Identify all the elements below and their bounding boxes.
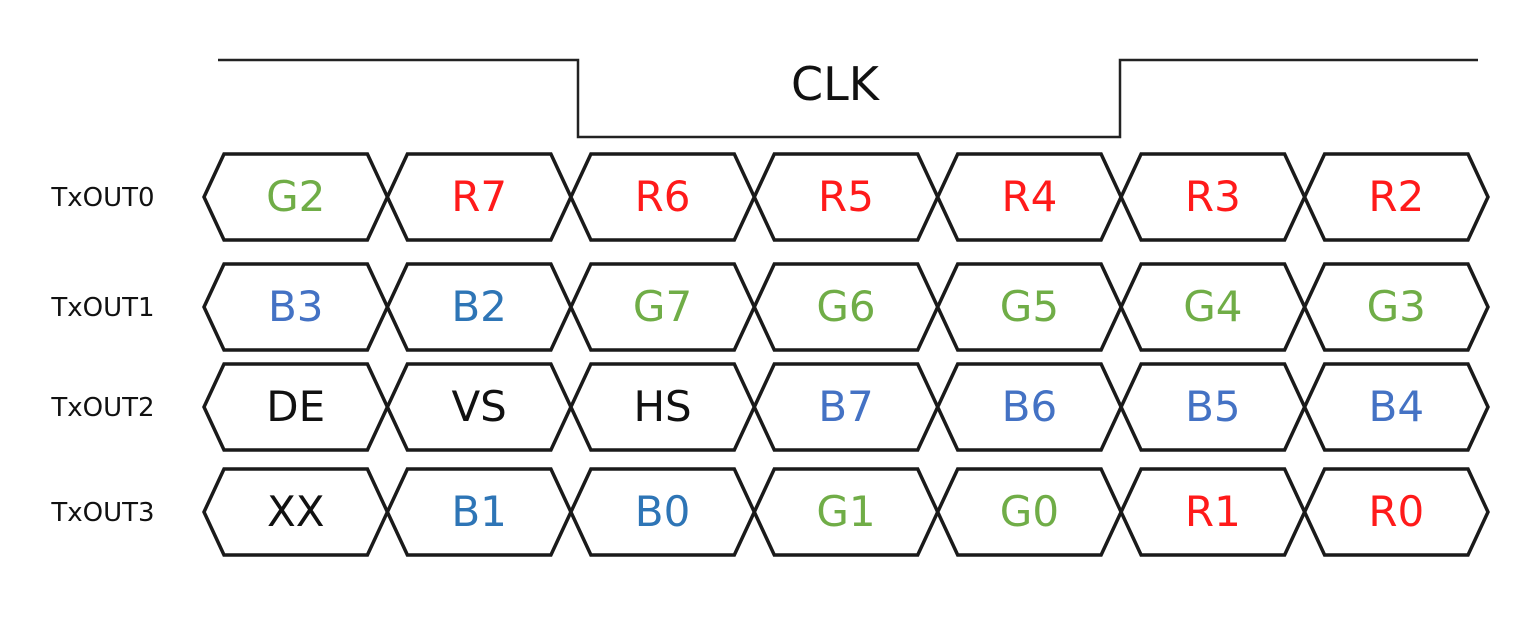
bit-cell: HS (568, 362, 757, 452)
lane-txout3: TxOUT3 XX B1 B0 G1 G0 R1 R0 (50, 467, 1490, 557)
lane-txout1: TxOUT1 B3 B2 G7 G6 G5 G4 G3 (50, 262, 1490, 352)
bit-cell: B4 (1302, 362, 1490, 452)
bit-label: XX (267, 487, 325, 536)
bit-cell: G1 (752, 467, 940, 557)
bit-label: G7 (633, 282, 692, 331)
bit-cell: B5 (1119, 362, 1307, 452)
bit-cell: R7 (385, 152, 573, 242)
lane-label: TxOUT2 (50, 393, 154, 423)
bit-label: B7 (818, 382, 874, 431)
bit-cell: G6 (752, 262, 940, 352)
bit-cell: B0 (568, 467, 757, 557)
lane-label: TxOUT3 (50, 498, 154, 528)
bit-label: G4 (1183, 282, 1242, 331)
bit-cell: G0 (935, 467, 1124, 557)
bit-label: R7 (451, 172, 507, 221)
clock-waveform (218, 58, 1478, 139)
bit-cell: G4 (1119, 262, 1307, 352)
bit-label: HS (633, 382, 691, 431)
bit-label: G6 (816, 282, 875, 331)
bit-label: B3 (268, 282, 324, 331)
bit-cell: R3 (1119, 152, 1307, 242)
bit-label: B0 (635, 487, 691, 536)
bit-label: R0 (1368, 487, 1424, 536)
bit-cell: R2 (1302, 152, 1490, 242)
bit-label: G1 (816, 487, 875, 536)
bit-cell: B1 (385, 467, 573, 557)
bit-cell: R0 (1302, 467, 1490, 557)
bit-cell: B2 (385, 262, 573, 352)
bit-cell: B3 (202, 262, 390, 352)
bit-frame (1302, 152, 1490, 242)
bit-frame (1302, 262, 1490, 352)
bit-label: B2 (451, 282, 507, 331)
bit-cell: VS (385, 362, 573, 452)
bit-label: VS (451, 382, 506, 431)
bit-label: G0 (1000, 487, 1059, 536)
bit-label: G3 (1367, 282, 1426, 331)
bit-label: R3 (1185, 172, 1241, 221)
lane-txout2: TxOUT2 DE VS HS B7 B6 B5 B4 (50, 362, 1490, 452)
bit-cell: R4 (935, 152, 1124, 242)
bit-label: B5 (1185, 382, 1241, 431)
bit-cell: G2 (202, 152, 390, 242)
bit-frame (1302, 467, 1490, 557)
bit-label: B1 (451, 487, 507, 536)
clock-signal: CLK (218, 57, 1478, 139)
bit-label: R1 (1185, 487, 1241, 536)
bit-label: B6 (1002, 382, 1058, 431)
bit-cell: G3 (1302, 262, 1490, 352)
bit-label: B4 (1369, 382, 1425, 431)
bit-label: R2 (1368, 172, 1424, 221)
bit-label: DE (266, 382, 325, 431)
bit-label: G2 (266, 172, 325, 221)
clock-label: CLK (791, 57, 881, 111)
bit-label: R6 (635, 172, 691, 221)
bit-cell: R5 (752, 152, 940, 242)
bit-frame (1302, 362, 1490, 452)
bit-label: R4 (1001, 172, 1057, 221)
bit-label: G5 (1000, 282, 1059, 331)
bit-cell: DE (202, 362, 390, 452)
bit-cell: XX (202, 467, 390, 557)
bit-cell: G7 (568, 262, 757, 352)
bit-cell: R1 (1119, 467, 1307, 557)
lane-label: TxOUT0 (50, 183, 154, 213)
lane-txout0: TxOUT0 G2 R7 R6 R5 R4 R3 R2 (50, 152, 1490, 242)
bit-label: R5 (818, 172, 874, 221)
bit-cell: B6 (935, 362, 1124, 452)
bit-cell: B7 (752, 362, 940, 452)
bit-cell: R6 (568, 152, 757, 242)
lane-label: TxOUT1 (50, 293, 154, 323)
bit-cell: G5 (935, 262, 1124, 352)
